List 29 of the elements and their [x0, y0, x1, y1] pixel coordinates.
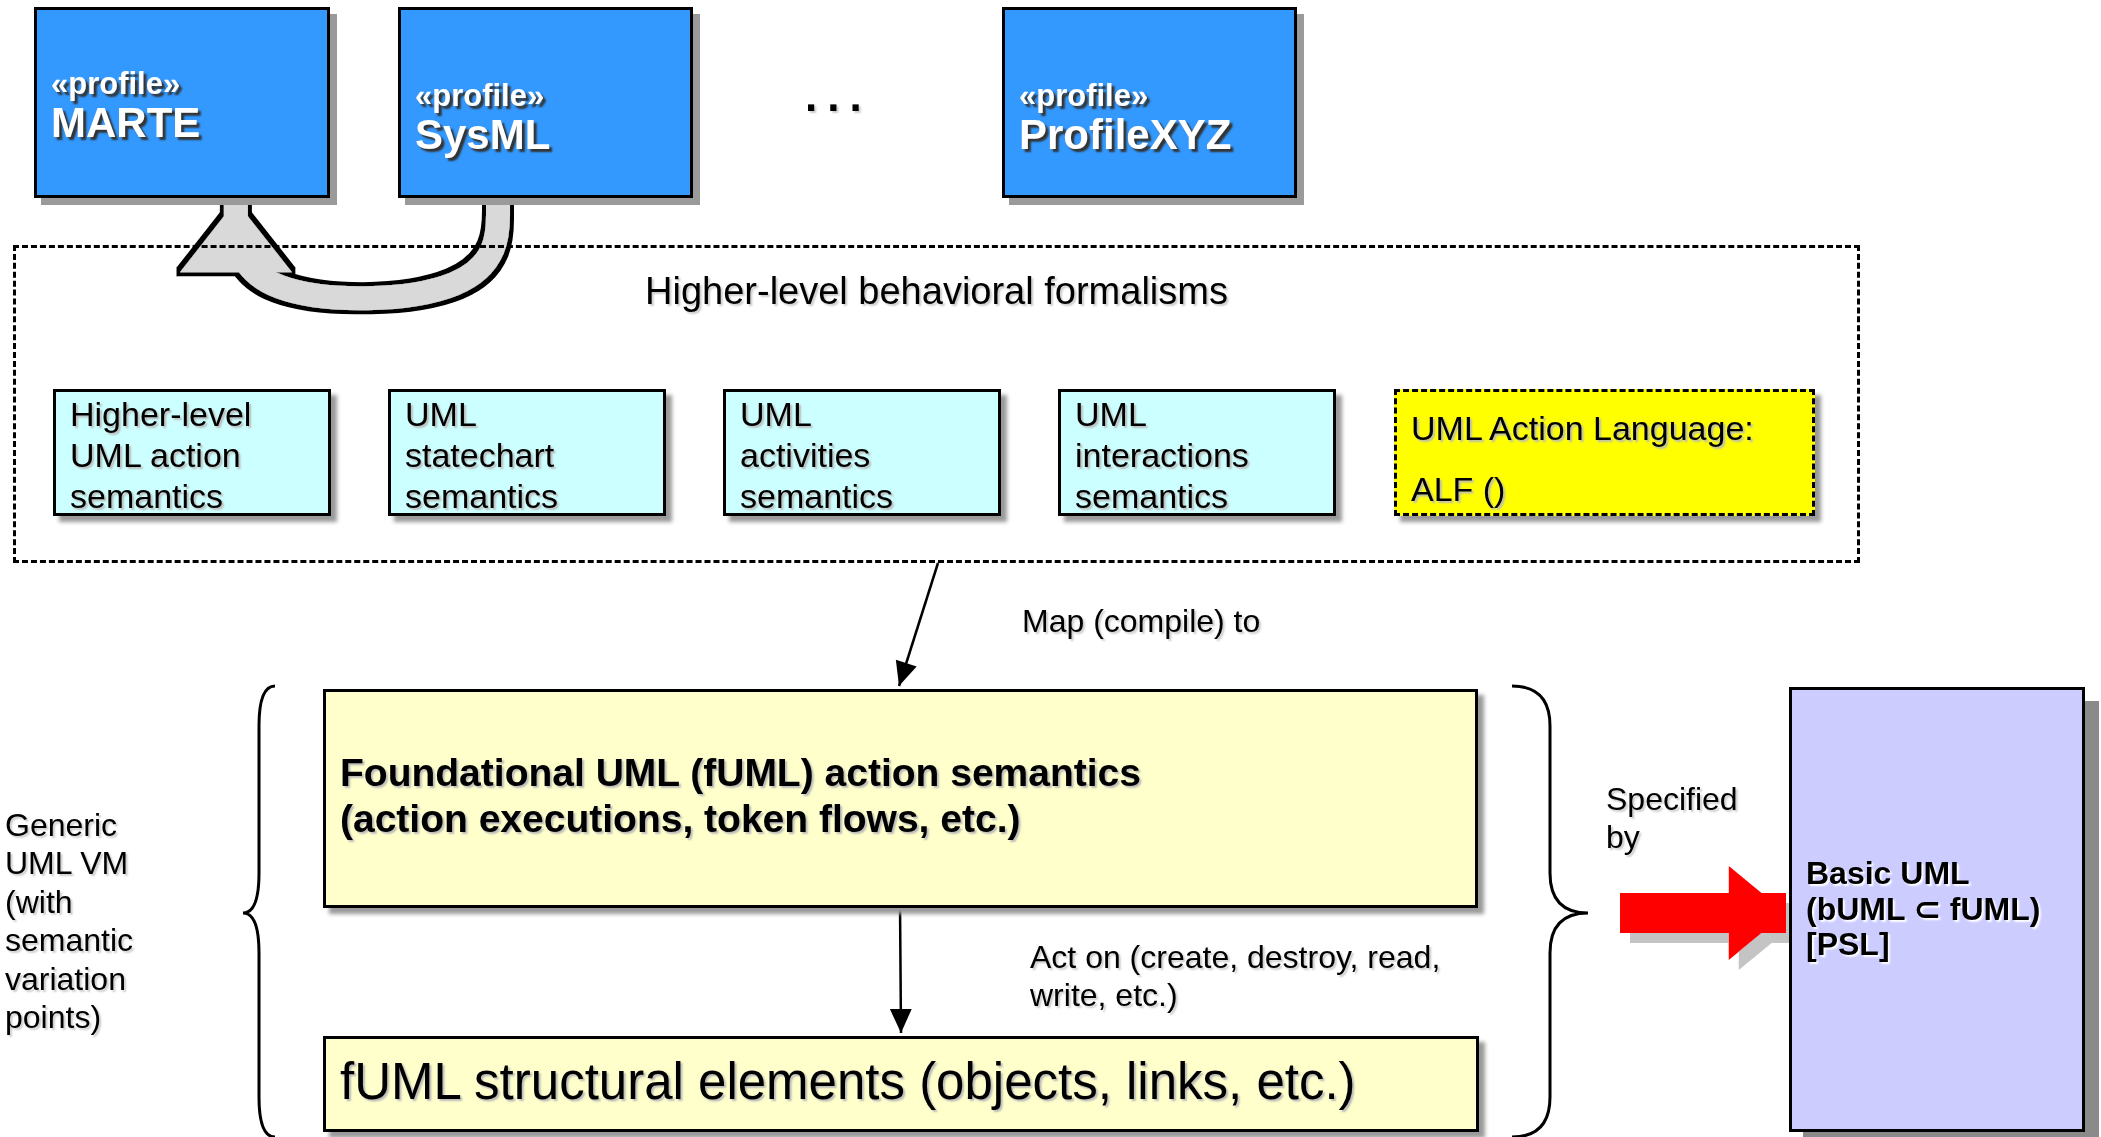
semantics-box: [53, 389, 331, 516]
basic-uml-text: Basic UML (bUML ⊂ fUML) [PSL]: [1806, 855, 2042, 964]
profile-name: MARTE: [51, 100, 202, 145]
group-title: Higher-level behavioral formalisms: [644, 270, 1229, 314]
semantics-text: UML activities semantics: [740, 394, 895, 517]
structural-elements-box: [323, 1036, 1479, 1132]
semantics-box: [723, 389, 1001, 516]
ellipsis-label: ...: [805, 70, 872, 122]
stereotype-label: «profile»: [1019, 80, 1150, 113]
structural-text: fUML structural elements (objects, links, etc.): [340, 1053, 1357, 1112]
side-note: Generic UML VM (with semantic variation points): [5, 806, 135, 1037]
profile-name: SysML: [415, 112, 552, 157]
language-text: ALF (): [1411, 469, 1507, 511]
action-language-box: [1394, 389, 1815, 516]
semantics-text: UML interactions semantics: [1075, 394, 1250, 517]
semantics-box: [388, 389, 666, 516]
arrow: [889, 908, 912, 1033]
semantics-box: [1058, 389, 1336, 516]
dashed-group-frame: [13, 245, 1860, 563]
stereotype-label: «profile»: [415, 80, 546, 113]
semantics-text: Higher-level UML action semantics: [70, 394, 253, 517]
semantics-text: UML statechart semantics: [405, 394, 560, 517]
action-semantics-box: [323, 689, 1478, 908]
profile-name: ProfileXYZ: [1019, 112, 1233, 157]
semantics-text: Foundational UML (fUML) action semantics (action executions, token flows, etc.): [340, 750, 1142, 842]
arrow: [895, 562, 940, 687]
block-arrow: [1620, 866, 1786, 961]
language-text: UML Action Language:: [1411, 408, 1755, 449]
stereotype-label: «profile»: [51, 68, 182, 101]
